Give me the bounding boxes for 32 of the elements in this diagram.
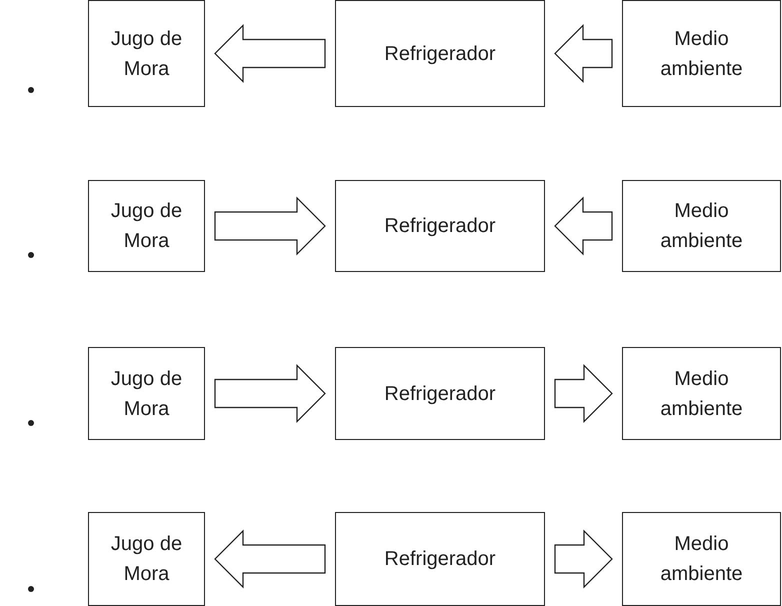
box-label: Refrigerador <box>384 547 496 572</box>
box-label: Jugo de Mora <box>110 199 184 254</box>
box-label: Medio ambiente <box>659 26 744 82</box>
block-arrow <box>214 196 326 256</box>
block-arrow <box>554 196 613 256</box>
process-box <box>622 512 781 606</box>
block-arrow <box>214 364 326 423</box>
process-box <box>88 512 205 606</box>
box-label: Jugo de Mora <box>110 532 184 587</box>
box-label: Medio ambiente <box>659 366 744 422</box>
block-arrow <box>214 24 326 83</box>
box-label: Medio ambiente <box>659 199 744 254</box>
box-label: Medio ambiente <box>659 532 744 587</box>
block-arrow <box>554 530 613 588</box>
process-box <box>88 0 205 107</box>
box-label: Refrigerador <box>384 382 496 406</box>
block-arrow <box>214 530 326 588</box>
process-box <box>622 0 781 107</box>
box-label: Refrigerador <box>384 42 496 66</box>
process-box <box>335 512 545 606</box>
process-box <box>335 347 545 440</box>
process-box <box>88 347 205 440</box>
process-box <box>335 0 545 107</box>
block-arrow <box>554 24 613 83</box>
box-label: Refrigerador <box>384 214 496 239</box>
box-label: Jugo de Mora <box>110 366 184 422</box>
process-box <box>88 180 205 272</box>
box-label: Jugo de Mora <box>110 26 184 82</box>
block-arrow <box>554 364 613 423</box>
process-box <box>335 180 545 272</box>
process-box <box>622 180 781 272</box>
process-box <box>622 347 781 440</box>
